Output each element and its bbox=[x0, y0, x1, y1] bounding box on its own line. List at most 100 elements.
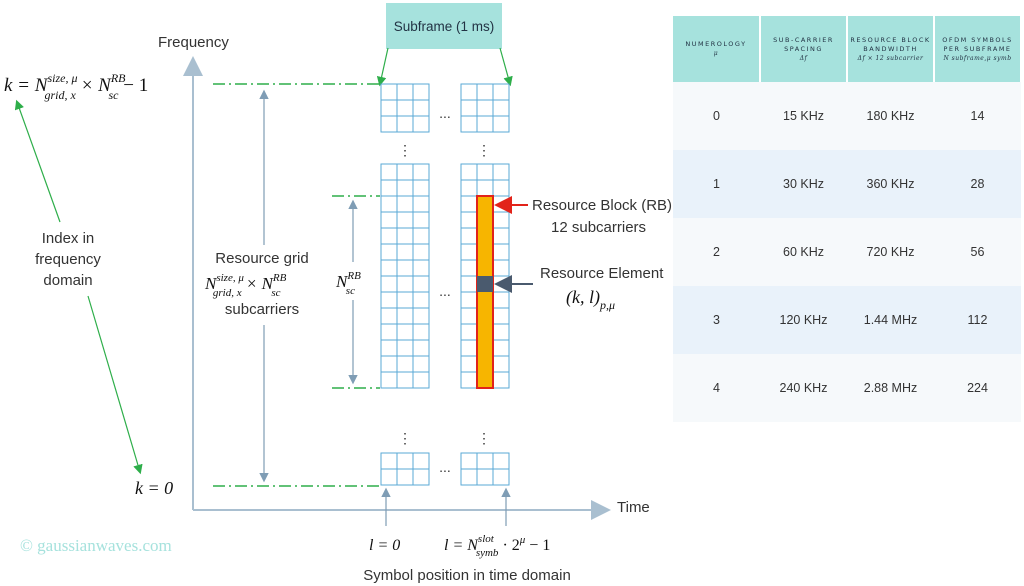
grid-cell bbox=[492, 99, 510, 117]
grid-cell bbox=[460, 211, 478, 229]
table-cell: 60 KHz bbox=[760, 218, 847, 286]
grid-cell bbox=[492, 163, 510, 181]
grid-cell bbox=[396, 195, 414, 213]
table-cell: 240 KHz bbox=[760, 354, 847, 422]
grid-cell bbox=[412, 211, 430, 229]
grid-cell bbox=[380, 83, 398, 101]
grid-cell bbox=[396, 468, 414, 486]
grid-cell bbox=[412, 339, 430, 357]
grid-cell bbox=[492, 355, 510, 373]
grid-cell bbox=[380, 115, 398, 133]
grid-cell bbox=[412, 243, 430, 261]
resource-element bbox=[477, 276, 493, 292]
grid-cell bbox=[412, 195, 430, 213]
ellipsis-right-bottom-v: ⋮ bbox=[477, 430, 491, 446]
grid-cell bbox=[380, 243, 398, 261]
grid-cell bbox=[396, 115, 414, 133]
grid-cell bbox=[492, 339, 510, 357]
grid-cell bbox=[380, 99, 398, 117]
grid-cell bbox=[460, 371, 478, 389]
frequency-axis-label: Frequency bbox=[158, 34, 229, 51]
table-cell: 1.44 MHz bbox=[847, 286, 934, 354]
grid-cell bbox=[492, 227, 510, 245]
grid-cell bbox=[412, 99, 430, 117]
grid-cell bbox=[396, 355, 414, 373]
index-label-line2: frequency bbox=[35, 251, 101, 268]
grid-block-2 bbox=[380, 163, 430, 389]
table-cell: 14 bbox=[934, 82, 1021, 150]
table-cell: 1 bbox=[673, 150, 760, 218]
grid-cell bbox=[380, 259, 398, 277]
grid-cell bbox=[460, 243, 478, 261]
grid-cell bbox=[412, 291, 430, 309]
grid-cell bbox=[460, 99, 478, 117]
index-label-line1: Index in bbox=[42, 230, 95, 247]
grid-cell bbox=[380, 275, 398, 293]
grid-block-4 bbox=[380, 452, 430, 486]
grid-cell bbox=[476, 179, 494, 197]
ellipsis-left-bottom-v: ⋮ bbox=[398, 430, 412, 446]
grid-cell bbox=[460, 323, 478, 341]
grid-cell bbox=[396, 163, 414, 181]
grid-cell bbox=[460, 307, 478, 325]
grid-cell bbox=[380, 227, 398, 245]
grid-cell bbox=[476, 452, 494, 470]
grid-cell bbox=[460, 179, 478, 197]
grid-block-1 bbox=[460, 83, 510, 133]
grid-cell bbox=[460, 355, 478, 373]
grid-cell bbox=[396, 339, 414, 357]
grid-cell bbox=[380, 195, 398, 213]
grid-cell bbox=[412, 275, 430, 293]
table-cell: 0 bbox=[673, 82, 760, 150]
grid-cell bbox=[396, 227, 414, 245]
grid-cell bbox=[412, 371, 430, 389]
grid-cell bbox=[380, 339, 398, 357]
subframe-box bbox=[386, 3, 502, 49]
grid-cell bbox=[412, 468, 430, 486]
grid-cell bbox=[396, 323, 414, 341]
table-cell: 360 KHz bbox=[847, 150, 934, 218]
grid-cell bbox=[492, 452, 510, 470]
subframe-label: Subframe (1 ms) bbox=[394, 19, 495, 34]
rb-label-line1: Resource Block (RB) bbox=[532, 197, 672, 214]
table-cell: 112 bbox=[934, 286, 1021, 354]
watermark: © gaussianwaves.com bbox=[20, 536, 172, 555]
grid-cell bbox=[476, 468, 494, 486]
grid-block-0 bbox=[380, 83, 430, 133]
index-arrow-up bbox=[14, 99, 61, 223]
table-cell: 180 KHz bbox=[847, 82, 934, 150]
l-zero-label: l = 0 bbox=[369, 537, 400, 554]
grid-cell bbox=[396, 83, 414, 101]
grid-cell bbox=[396, 307, 414, 325]
grid-cell bbox=[412, 163, 430, 181]
index-arrow-down bbox=[87, 295, 143, 475]
grid-block-5 bbox=[460, 452, 510, 486]
grid-cell bbox=[380, 452, 398, 470]
table-cell: 56 bbox=[934, 218, 1021, 286]
grid-cell bbox=[380, 179, 398, 197]
grid-cell bbox=[396, 99, 414, 117]
grid-cell bbox=[492, 259, 510, 277]
grid-cell bbox=[492, 243, 510, 261]
ellipsis-top-h: ... bbox=[439, 105, 451, 121]
grid-cell bbox=[476, 163, 494, 181]
table-cell: 3 bbox=[673, 286, 760, 354]
grid-cell bbox=[412, 115, 430, 133]
grid-cell bbox=[380, 468, 398, 486]
grid-cell bbox=[412, 227, 430, 245]
grid-cell bbox=[460, 227, 478, 245]
grid-cell bbox=[412, 355, 430, 373]
table-cell: 720 KHz bbox=[847, 218, 934, 286]
grid-cell bbox=[492, 115, 510, 133]
grid-cell bbox=[396, 452, 414, 470]
